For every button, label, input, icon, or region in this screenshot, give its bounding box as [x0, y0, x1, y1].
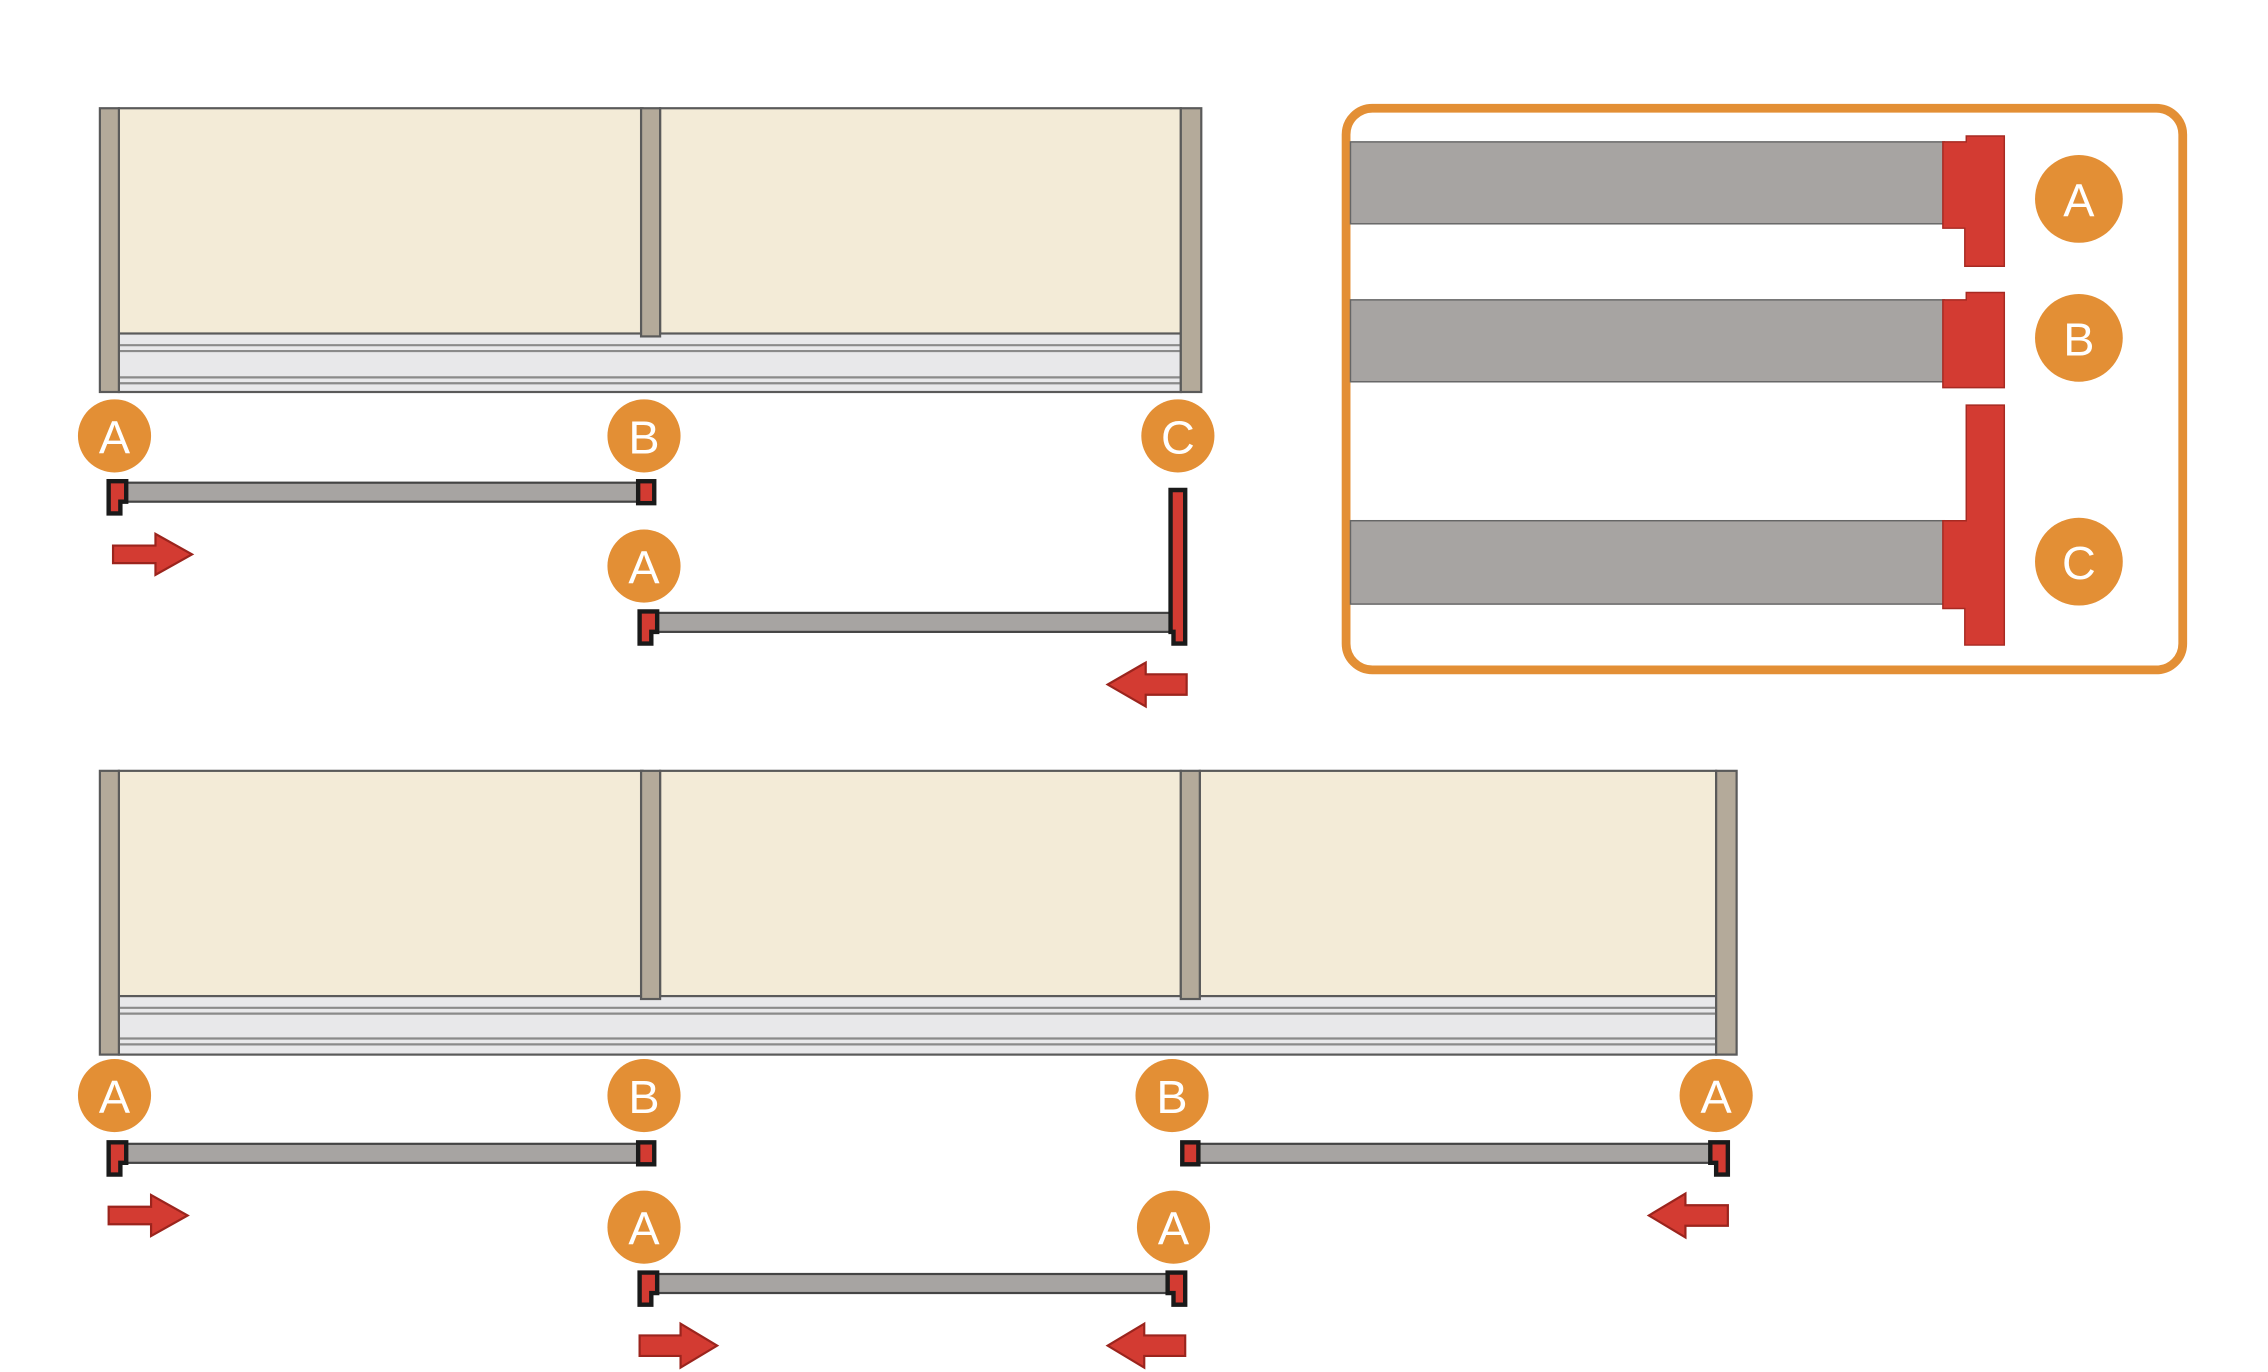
bottom-rail-ba-right-cap-a: [1708, 1140, 1731, 1177]
top-wall-panel-2: [658, 107, 1182, 338]
bottom-wall: [98, 769, 1738, 1056]
legend-item-c: C: [1349, 404, 2123, 646]
bottom-badge-b-1-circle: [607, 1058, 681, 1133]
bottom-badge-a-1: A: [77, 1058, 152, 1133]
bottom-arrow-left-1: [1646, 1191, 1729, 1240]
bottom-rail-ba-right: [1180, 1140, 1731, 1177]
legend-item-a: A: [1349, 135, 2123, 267]
top-badge-a-left-label: A: [99, 411, 131, 463]
top-badge-c: C: [1141, 399, 1215, 473]
legend-b-badge: [2035, 294, 2123, 382]
top-rail-ab: [106, 479, 657, 516]
top-badge-b-circle: [607, 399, 681, 473]
bottom-arrow-right-1: [107, 1193, 190, 1238]
bottom-badge-b-1: B: [607, 1058, 681, 1133]
legend-a-bar: [1349, 141, 1946, 225]
bottom-rail-ba-right-bar: [1195, 1142, 1716, 1164]
top-rail-ab-cap-a: [106, 479, 129, 516]
bottom-badge-b-2-label: B: [1156, 1071, 1187, 1123]
top-rail-ac: [637, 487, 1188, 646]
bottom-rail-ab-left: [106, 1140, 657, 1177]
legend-b-label: B: [2063, 313, 2094, 365]
bottom-badge-a-4-label: A: [1158, 1203, 1190, 1255]
top-wall-post-left: [98, 107, 120, 394]
bottom-wall-post-mid-2: [1179, 769, 1201, 1001]
bottom-wall-post-left: [98, 769, 120, 1056]
legend-c-label: C: [2062, 537, 2096, 589]
legend-b-cap: [1942, 291, 2006, 389]
bottom-badge-a-3-circle: [607, 1190, 681, 1264]
bottom-arrow-right-2: [638, 1321, 720, 1370]
top-rail-ab-cap-b: [635, 479, 657, 506]
legend-frame: [1341, 103, 2188, 675]
legend-c-bar: [1349, 519, 1946, 605]
top-badge-a-left: A: [77, 399, 152, 473]
top-wall-panel-1: [117, 107, 644, 338]
bottom-wall-post-right: [1715, 769, 1738, 1056]
top-badge-c-label: C: [1161, 411, 1195, 463]
top-badge-c-circle: [1141, 399, 1215, 473]
top-rail-ac-bar: [653, 611, 1172, 633]
bottom-rail-aa-bar: [653, 1272, 1172, 1295]
bottom-rail-aa: [637, 1270, 1188, 1307]
bottom-badge-b-2-circle: [1135, 1058, 1209, 1133]
bottom-badge-a-3: A: [607, 1190, 681, 1264]
bottom-wall-panel-2: [658, 769, 1182, 1001]
bottom-badge-a-1-label: A: [99, 1071, 131, 1123]
bottom-badge-a-2-circle: [1679, 1058, 1753, 1133]
bottom-wall-post-mid-1: [639, 769, 662, 1001]
top-arrow-left: [1105, 660, 1188, 709]
top-wall: [98, 107, 1203, 394]
bottom-rail-aa-cap-right: [1165, 1270, 1188, 1307]
top-arrow-right: [111, 532, 195, 577]
bottom-badge-a-1-circle: [77, 1058, 152, 1133]
bottom-rail-ab-left-cap-a: [106, 1140, 129, 1177]
legend-a-cap: [1942, 135, 2006, 267]
bottom-rail-aa-cap-left: [637, 1270, 660, 1307]
bottom-badge-a-3-label: A: [628, 1203, 660, 1255]
legend-c-cap: [1942, 404, 2006, 646]
bottom-rail-ab-left-bar: [122, 1142, 643, 1164]
top-wall-post-right: [1179, 107, 1203, 394]
legend: A B C: [1341, 103, 2188, 675]
legend-item-b: B: [1349, 291, 2123, 389]
top-badge-a-mid: A: [607, 529, 681, 603]
top-rail-ac-cap-a: [637, 609, 660, 646]
top-badge-b-label: B: [628, 411, 659, 463]
bottom-badge-b-1-label: B: [628, 1071, 659, 1123]
bottom-rail-ba-right-cap-b: [1180, 1140, 1201, 1167]
bottom-wall-panel-1: [117, 769, 644, 1001]
legend-a-label: A: [2063, 174, 2095, 226]
bottom-arrow-left-2: [1105, 1321, 1187, 1370]
top-rail-ab-bar: [122, 481, 643, 503]
legend-c-badge: [2035, 517, 2123, 606]
bottom-wall-rail: [117, 994, 1718, 1056]
bottom-badge-b-2: B: [1135, 1058, 1209, 1133]
top-badge-a-left-circle: [77, 399, 152, 473]
bottom-badge-a-2-label: A: [1701, 1071, 1733, 1123]
bottom-wall-panel-3: [1198, 769, 1718, 1001]
top-badge-b: B: [607, 399, 681, 473]
legend-b-bar: [1349, 299, 1946, 383]
top-badge-a-mid-label: A: [628, 542, 660, 594]
top-wall-post-middle: [639, 107, 662, 338]
legend-a-badge: [2035, 155, 2123, 243]
top-rail-ac-cap-c: [1168, 487, 1188, 646]
bottom-badge-a-4-circle: [1136, 1190, 1211, 1264]
bottom-rail-ab-left-cap-b: [635, 1140, 657, 1167]
bottom-badge-a-2: A: [1679, 1058, 1753, 1133]
top-badge-a-mid-circle: [607, 529, 681, 603]
bottom-badge-a-4: A: [1136, 1190, 1211, 1264]
